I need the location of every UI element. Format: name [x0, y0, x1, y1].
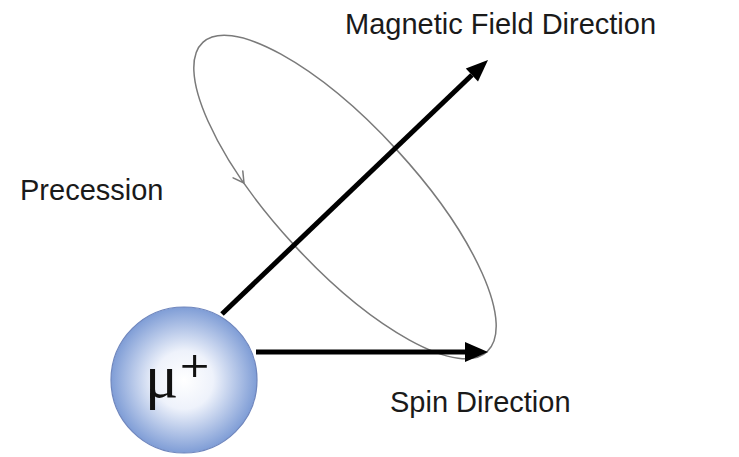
direction-label: Spin Direction [390, 386, 571, 419]
particle-circle [111, 307, 257, 453]
direction-label: Precession [20, 174, 163, 207]
spin-arrowhead [465, 342, 488, 362]
field-arrow-shaft [222, 75, 472, 314]
precession-arrowhead [233, 171, 244, 183]
particle-symbol: μ⁺ [145, 345, 211, 407]
spin-arrow-shaft [256, 350, 466, 355]
field-arrowhead [466, 60, 488, 82]
muon-particle: μ⁺ [110, 306, 258, 454]
direction-label: Magnetic Field Direction [345, 8, 656, 41]
